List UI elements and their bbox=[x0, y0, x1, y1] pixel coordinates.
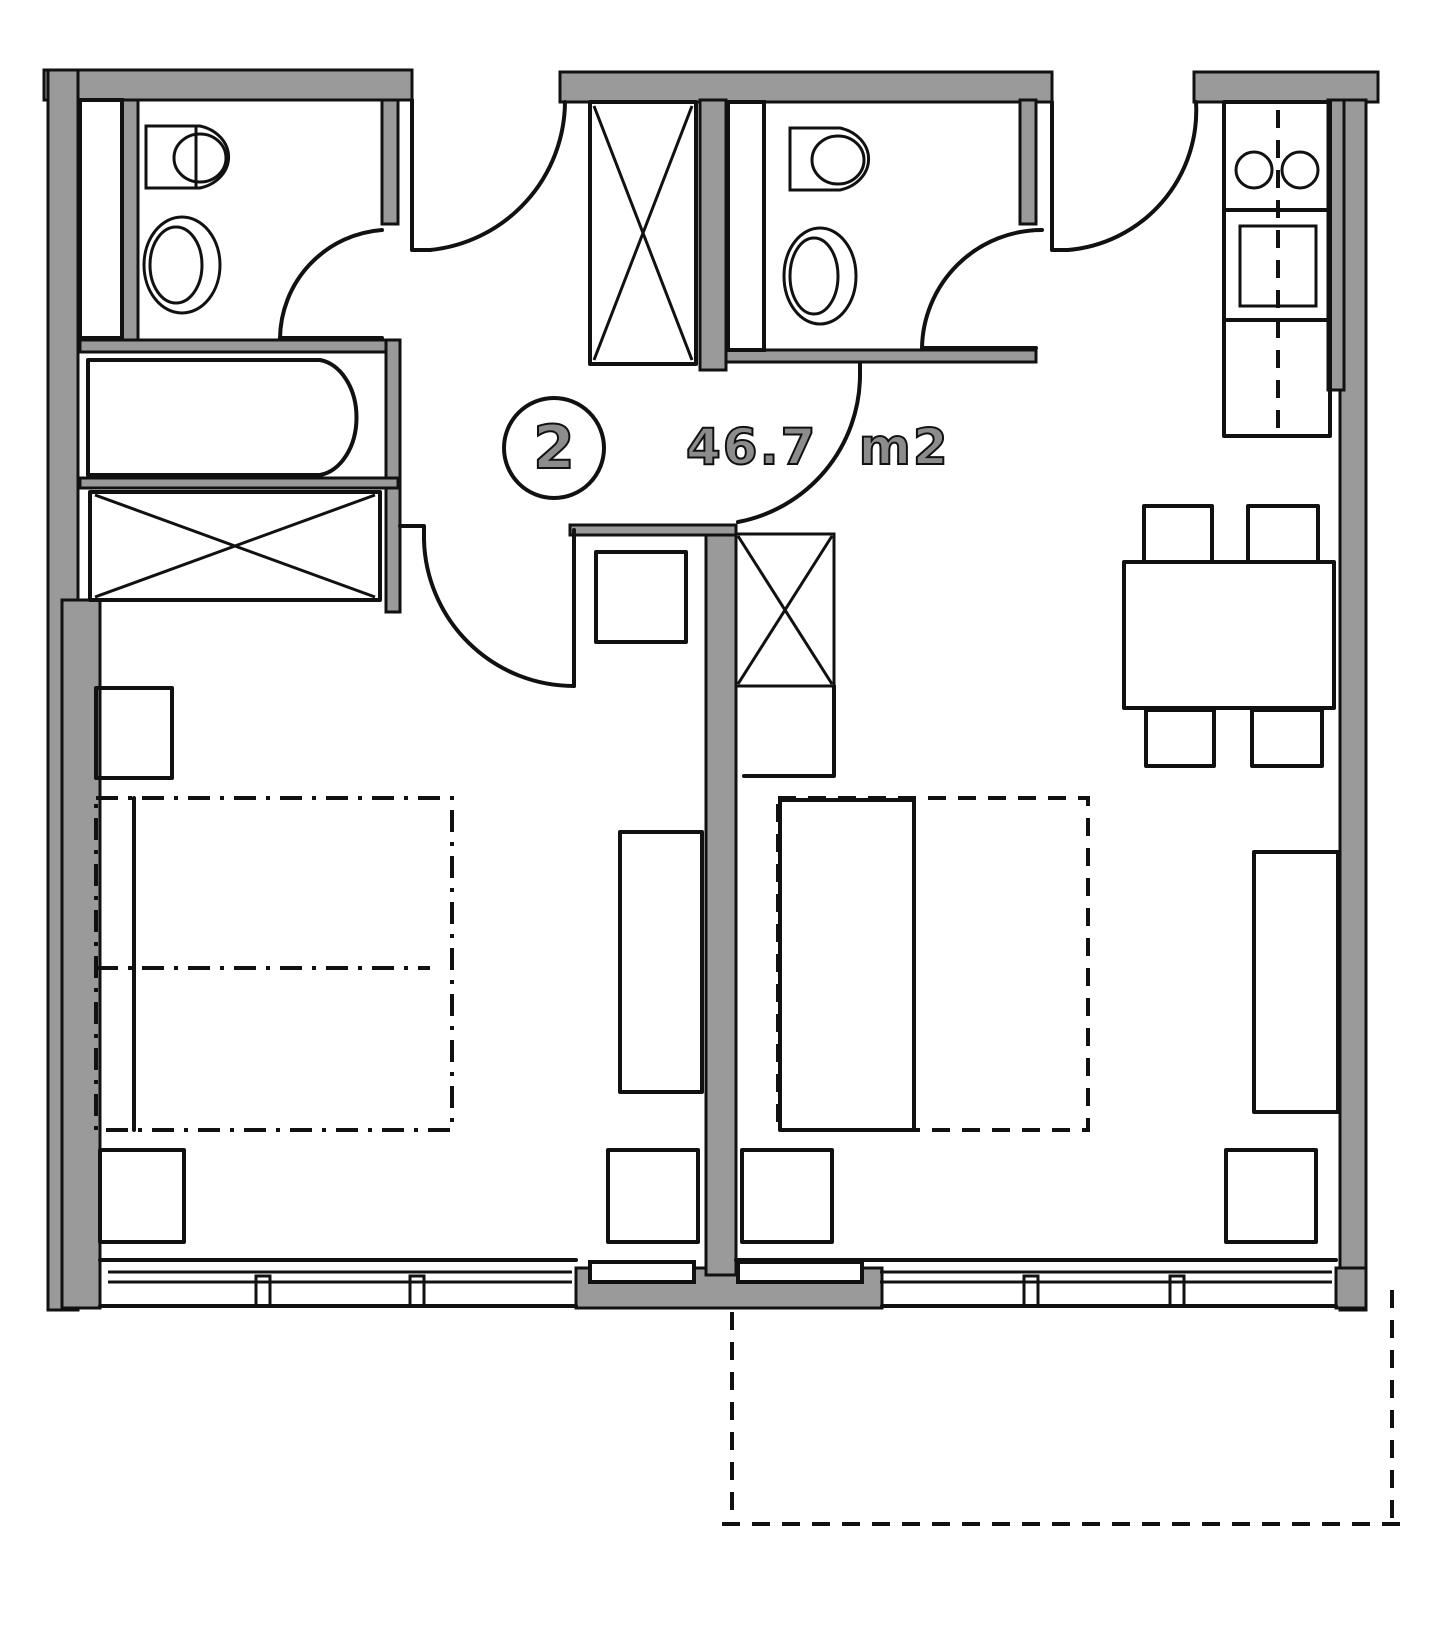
armchair-bedroom-icon bbox=[606, 1148, 700, 1244]
door-top-right bbox=[1050, 100, 1199, 252]
dining-table-icon bbox=[1122, 560, 1336, 710]
sink-center-outer-icon bbox=[782, 226, 858, 326]
entrance-door bbox=[410, 98, 567, 252]
window-frame-right bbox=[880, 1270, 1332, 1284]
cabinet-living-edge bbox=[742, 684, 836, 778]
living-shaft bbox=[734, 532, 836, 778]
sink-outer-icon bbox=[142, 215, 222, 315]
chair-top-left-icon bbox=[1142, 504, 1214, 564]
door-jamb-top-right bbox=[1050, 100, 1070, 252]
wall-bath-left-right bbox=[380, 98, 400, 226]
window-mullion-3 bbox=[1022, 1274, 1040, 1308]
door-arc-living-icon bbox=[736, 374, 862, 524]
toilet-bowl-center-icon bbox=[810, 134, 866, 186]
wall-bath-left-bottom bbox=[78, 338, 400, 354]
sofa-bed-icon bbox=[776, 796, 1090, 1132]
toilet-bowl-icon bbox=[172, 132, 228, 184]
wall-left-lower bbox=[60, 598, 102, 1310]
sofa-bed-back bbox=[778, 798, 916, 1132]
door-arc-bathroom-center-icon bbox=[920, 228, 1044, 350]
area-unit: m2 bbox=[858, 417, 950, 477]
area-value: 46.7 bbox=[685, 417, 818, 477]
shaft-x-center-icon bbox=[592, 105, 694, 361]
toilet-center-icon bbox=[788, 126, 871, 192]
door-living bbox=[736, 362, 862, 524]
wall-top-right bbox=[1192, 70, 1380, 104]
wall-top-center bbox=[558, 70, 1054, 104]
area-label: 46.7 m2 bbox=[685, 417, 950, 477]
shaft-box-center bbox=[588, 100, 698, 366]
bathroom-center bbox=[588, 100, 871, 366]
wall-center-pipe bbox=[698, 98, 728, 372]
shaft-x-living-icon bbox=[736, 535, 834, 685]
wall-center-divider bbox=[704, 523, 738, 1277]
pipe-duct-left bbox=[78, 98, 124, 340]
wall-bottom-right bbox=[1334, 1266, 1368, 1310]
windows bbox=[98, 1258, 1338, 1308]
shaft-x-icon bbox=[94, 493, 376, 599]
sink-center-inner-icon bbox=[788, 236, 840, 316]
wardrobe-icon bbox=[594, 550, 688, 644]
cabinet-icon bbox=[1252, 850, 1340, 1114]
wall-center-bottom bbox=[724, 348, 1038, 364]
unit-number-badge: 2 bbox=[502, 396, 606, 500]
window-mullion-4 bbox=[1168, 1274, 1186, 1308]
door-bedroom bbox=[398, 524, 576, 688]
door-bathroom-left bbox=[278, 228, 384, 340]
wall-top-left bbox=[42, 68, 414, 102]
door-arc-bathroom-left-icon bbox=[278, 228, 384, 340]
double-bed-icon bbox=[94, 796, 454, 1132]
desk-icon bbox=[618, 830, 704, 1094]
balcony bbox=[722, 1290, 1400, 1526]
bathtub-icon bbox=[86, 358, 359, 477]
bedroom bbox=[94, 686, 704, 1244]
door-arc-top-right-icon bbox=[1066, 100, 1199, 252]
door-bathroom-center bbox=[920, 228, 1044, 350]
entrance-arc-icon bbox=[428, 100, 567, 252]
wall-bathtub-sep bbox=[78, 476, 400, 490]
window-door-right bbox=[736, 1260, 864, 1284]
shaft-box-living bbox=[734, 532, 836, 688]
chair-bottom-right-icon bbox=[1250, 708, 1324, 768]
window-mullion-2 bbox=[408, 1274, 426, 1308]
wall-bath-left-pipe bbox=[120, 98, 140, 346]
pipe-duct-center bbox=[726, 100, 766, 352]
unit-number: 2 bbox=[532, 412, 576, 484]
shaft-box-left bbox=[88, 490, 382, 602]
bathroom-left bbox=[78, 98, 382, 602]
nightstand-bottom-icon bbox=[98, 1148, 186, 1244]
wall-center-right bbox=[1018, 98, 1038, 226]
hob-burner-right-icon bbox=[1280, 150, 1320, 190]
wall-bath-partition bbox=[384, 338, 402, 614]
kitchen-sink-icon bbox=[1238, 224, 1318, 308]
window-frame-left bbox=[108, 1270, 572, 1284]
chair-top-right-icon bbox=[1246, 504, 1320, 564]
toilet-icon bbox=[144, 124, 231, 190]
kitchen-counter-icon bbox=[1222, 100, 1332, 438]
kitchen bbox=[1122, 100, 1336, 768]
living-room bbox=[740, 796, 1340, 1244]
wall-wardrobe-top bbox=[568, 523, 738, 537]
armchair-living-right-icon bbox=[1224, 1148, 1318, 1244]
window-door-center bbox=[588, 1260, 696, 1284]
walls bbox=[42, 68, 1380, 1312]
door-jamb-bedroom bbox=[398, 524, 426, 542]
chair-bottom-left-icon bbox=[1144, 708, 1216, 768]
nightstand-top-icon bbox=[94, 686, 174, 780]
armchair-living-left-icon bbox=[740, 1148, 834, 1244]
hob-burner-left-icon bbox=[1234, 150, 1274, 190]
entrance-hall bbox=[594, 550, 688, 644]
door-arc-bedroom-icon bbox=[422, 538, 576, 688]
entrance-jamb bbox=[410, 98, 432, 252]
sink-inner-icon bbox=[148, 225, 204, 305]
window-mullion-1 bbox=[254, 1274, 272, 1308]
